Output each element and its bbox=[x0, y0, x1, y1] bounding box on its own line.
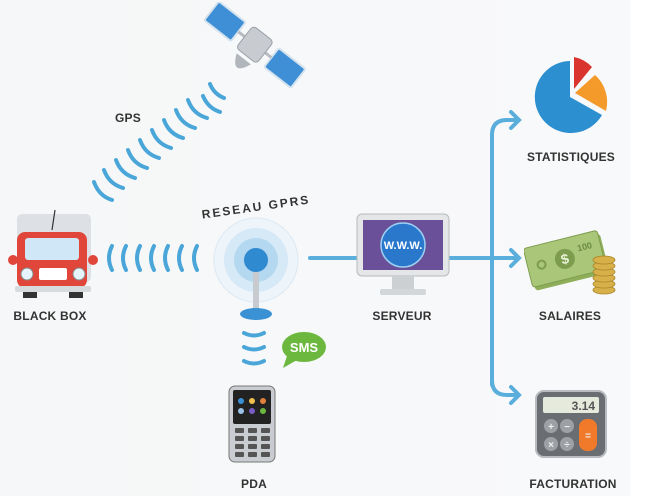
svg-text:+: + bbox=[548, 422, 554, 433]
www-text: W.W.W. bbox=[384, 240, 423, 252]
stats-label: STATISTIQUES bbox=[527, 150, 615, 164]
smartphone-icon bbox=[228, 385, 276, 463]
black-box-label: BLACK BOX bbox=[13, 309, 87, 323]
salaries-node: $ 100 bbox=[524, 228, 618, 298]
calculator-display: 3.14 bbox=[572, 399, 596, 413]
arrowhead-billing bbox=[509, 385, 522, 405]
black-box-node bbox=[5, 208, 100, 298]
server-label: SERVEUR bbox=[372, 309, 432, 323]
salaries-label: SALAIRES bbox=[538, 309, 602, 323]
pda-label: PDA bbox=[241, 477, 267, 491]
banknote-value: 100 bbox=[576, 240, 593, 253]
pda-node bbox=[228, 385, 278, 465]
svg-text:=: = bbox=[585, 431, 591, 442]
gps-label: GPS bbox=[115, 111, 141, 125]
svg-text:×: × bbox=[548, 440, 554, 451]
server-node: W.W.W. bbox=[356, 213, 450, 303]
svg-text:−: − bbox=[564, 422, 570, 433]
edge-bus-vertical bbox=[490, 118, 520, 387]
billing-label: FACTURATION bbox=[529, 477, 617, 491]
edge-bus-bottom bbox=[490, 378, 520, 397]
truck-icon bbox=[8, 209, 98, 298]
satellite-node bbox=[198, 2, 308, 92]
sms-node: SMS bbox=[279, 330, 327, 370]
monitor-icon: W.W.W. bbox=[356, 213, 450, 295]
calculator-icon: 3.14 +−× ÷ = bbox=[535, 390, 607, 458]
gprs-node bbox=[208, 216, 304, 324]
svg-text:$: $ bbox=[559, 250, 571, 267]
speech-bubble-icon: SMS bbox=[282, 332, 326, 368]
pie-chart-icon bbox=[534, 57, 608, 133]
arrowhead-salaries bbox=[509, 248, 522, 268]
sms-text: SMS bbox=[290, 340, 319, 355]
stats-node bbox=[532, 55, 612, 137]
arrowhead-stats bbox=[509, 110, 522, 130]
billing-node: 3.14 +−× ÷ = bbox=[535, 390, 607, 460]
truck-signal-waves bbox=[107, 244, 199, 272]
antenna-icon bbox=[213, 217, 299, 320]
money-icon: $ 100 bbox=[524, 230, 616, 295]
gps-signal-waves bbox=[92, 82, 226, 202]
svg-text:÷: ÷ bbox=[564, 440, 570, 451]
satellite-icon bbox=[203, 2, 306, 89]
pda-signal-waves bbox=[242, 331, 266, 366]
